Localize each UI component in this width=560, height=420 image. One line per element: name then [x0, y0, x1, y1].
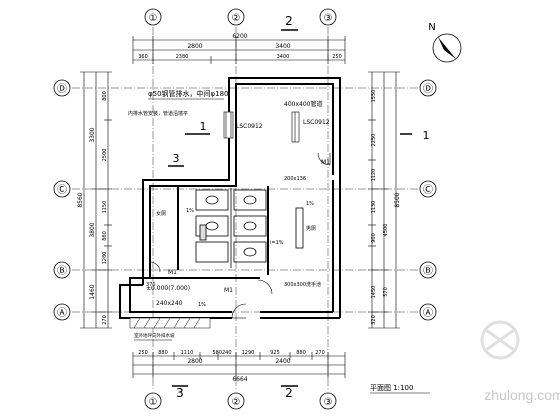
grid-lines — [72, 27, 418, 390]
cut-marker-top: 2 — [285, 14, 293, 28]
dim-right-total: 8500 — [394, 192, 401, 207]
bottom-dimensions — [132, 352, 346, 378]
building-walls — [119, 77, 341, 319]
dim-left-s3: 1150 — [102, 201, 108, 214]
axis-left-d: Ⓓ — [57, 83, 67, 95]
dim-top-a: 2800 — [187, 43, 202, 50]
cut-marker-bottom-right: 2 — [285, 386, 293, 400]
dim-right-s8: 570 — [383, 287, 389, 297]
axis-bottom-2: ② — [232, 397, 241, 408]
dim-left-c: 1460 — [89, 284, 96, 299]
axis-right-d: Ⓓ — [423, 83, 433, 95]
watermark-text: zhulong.com — [484, 387, 560, 403]
bottom-axis-bubbles: ① ② ③ 3 2 — [144, 385, 337, 410]
dim-right-s9: 320 — [371, 315, 377, 325]
dim-right-s3: 1120 — [371, 169, 377, 182]
axis-top-1: ① — [149, 13, 158, 24]
dim-right-s5: 900 — [371, 233, 377, 243]
toilet-stalls — [195, 188, 304, 268]
window-symbols — [223, 111, 300, 143]
watermark-logo — [480, 320, 520, 360]
dim-bottom-b: 2400 — [275, 358, 290, 365]
dim-right-s2: 2250 — [371, 134, 377, 147]
left-axis-bubbles: Ⓓ Ⓒ Ⓑ Ⓐ — [53, 79, 71, 321]
right-dimensions — [368, 71, 400, 329]
section-marker-left: 1 — [200, 120, 207, 133]
dim-top-s4: 250 — [332, 54, 342, 60]
axis-left-c: Ⓒ — [57, 184, 67, 196]
note-floor-size: 240x240 — [156, 300, 183, 307]
axis-top-2: ② — [232, 13, 241, 24]
dim-right-s4: 1130 — [371, 201, 377, 214]
window-label-left: LSC0912 — [236, 123, 263, 130]
dim-bottom-s6: 925 — [270, 350, 280, 356]
dim-bottom-total: 6664 — [232, 376, 247, 383]
axis-bottom-3: ③ — [324, 397, 333, 408]
dim-bottom-s3: 1110 — [181, 350, 194, 356]
label-370: 370 — [146, 282, 156, 288]
note-elevation: ±0.000(7.000) — [146, 285, 190, 292]
left-dimensions — [80, 71, 112, 329]
dim-left-total: 8560 — [77, 192, 84, 207]
axis-bottom-1: ① — [149, 397, 158, 408]
axis-top-3: ③ — [324, 13, 333, 24]
label-slope-i: i=1% — [270, 240, 284, 246]
dim-bottom-s2: 880 — [158, 350, 168, 356]
section-marker-mid: 3 — [173, 152, 180, 165]
dim-top-s1: 360 — [138, 54, 148, 60]
note-duct: 400x400管道 — [284, 100, 322, 108]
axis-left-a: Ⓐ — [57, 307, 67, 319]
slope-c: 1% — [186, 208, 194, 214]
room-label-women: 女厕 — [156, 210, 166, 217]
top-dimensions — [132, 36, 346, 64]
axis-right-b: Ⓑ — [423, 265, 433, 277]
window-label-right: LSC0912 — [303, 119, 330, 126]
axis-left-b: Ⓑ — [57, 265, 67, 277]
dim-left-b: 3800 — [89, 222, 96, 237]
top-axis-bubbles: ① ② ③ 2 — [144, 8, 337, 31]
dim-bottom-s5: 1290 — [242, 350, 255, 356]
right-axis-bubbles: Ⓓ Ⓒ Ⓑ Ⓐ — [419, 79, 437, 321]
north-arrow: N — [428, 22, 462, 63]
dim-bottom-s8: 270 — [315, 350, 325, 356]
note-door: 室外地坪向外排水坡 — [134, 332, 175, 339]
door-label-m1-left: M1 — [168, 269, 177, 276]
dim-top-b: 3400 — [275, 43, 290, 50]
door-label-m1-bottom: M1 — [224, 287, 233, 294]
dim-left-s6: 270 — [102, 315, 108, 325]
dim-right-s7: 1450 — [371, 286, 377, 299]
dim-left-s2: 2500 — [102, 149, 108, 162]
dim-top-s2: 2380 — [176, 54, 189, 60]
cut-marker-bottom-left: 3 — [176, 386, 184, 400]
slope-b: 1% — [306, 201, 314, 207]
dim-bottom-s1: 250 — [138, 350, 148, 356]
slope-a: 1% — [198, 302, 206, 308]
dim-top-total: 6200 — [232, 33, 247, 40]
dim-right-s6: 4500 — [383, 224, 389, 237]
axis-right-a: Ⓐ — [423, 307, 433, 319]
dim-bottom-a: 2800 — [187, 358, 202, 365]
note-wall: 内排水管安装，管道沿墙平 — [128, 110, 188, 117]
dim-left-s5: 1280 — [102, 252, 108, 265]
door-swings — [149, 152, 331, 319]
drawing-caption: 平面图 1:100 — [370, 384, 413, 392]
dim-bottom-s4: 580240 — [212, 350, 231, 356]
axis-right-c: Ⓒ — [423, 184, 433, 196]
north-label: N — [428, 22, 435, 33]
note-beam: 200x136 — [284, 176, 306, 182]
dim-left-a: 3300 — [89, 127, 96, 142]
door-label-m1-top: M1 — [321, 159, 330, 166]
dim-left-s4: 880 — [102, 231, 108, 241]
dim-right-s1: 1550 — [371, 90, 377, 103]
dim-top-s3: 3400 — [277, 54, 290, 60]
note-sink: 300x300洗手池 — [284, 281, 321, 288]
note-pipe: φ50钢管排水，中间φ180 — [148, 89, 229, 98]
room-label-men: 男厕 — [306, 226, 316, 232]
dim-bottom-s7: 880 — [296, 350, 306, 356]
dim-left-s1: 800 — [102, 91, 108, 101]
hatched-column — [129, 317, 211, 329]
section-marker-right: 1 — [423, 129, 430, 142]
